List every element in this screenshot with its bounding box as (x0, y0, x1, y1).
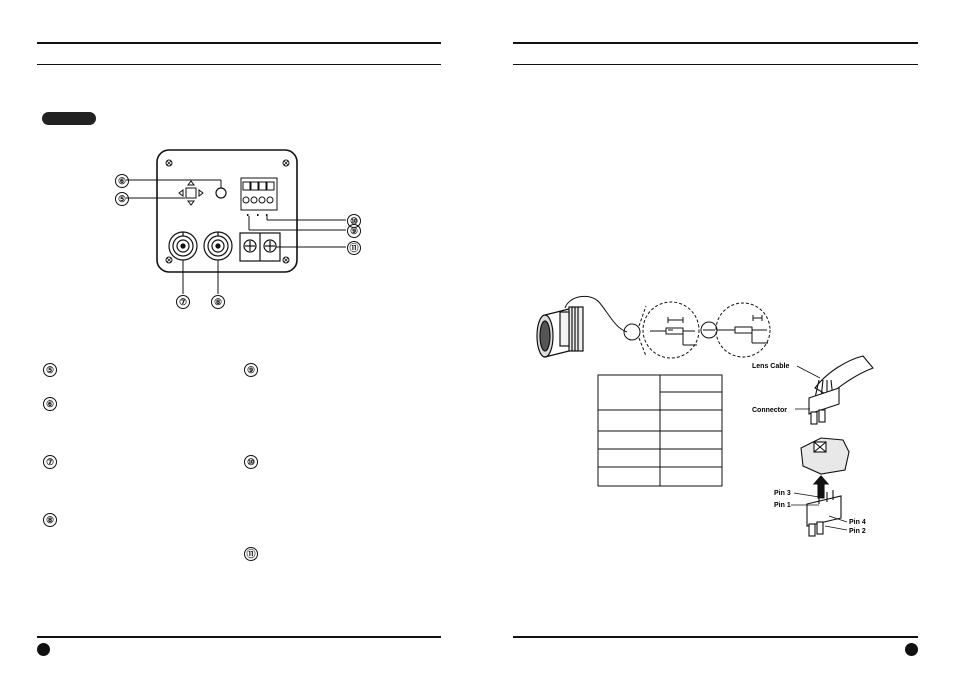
list-marker-9: ⑨ (244, 363, 258, 377)
right-page: Lens Cable Connector Pin 3 Pin 1 Pin 4 P… (477, 0, 954, 682)
bnc-video-out-icon (168, 231, 198, 261)
list-marker-6: ⑥ (43, 397, 57, 411)
camera-body (156, 149, 298, 273)
callout-8: ⑧ (211, 295, 225, 309)
list-marker-8: ⑧ (43, 513, 57, 527)
label-pin3: Pin 3 (774, 490, 791, 497)
sub-rule (513, 64, 918, 65)
section-tab (42, 112, 96, 125)
list-marker-10: ⑩ (244, 455, 258, 469)
bottom-rule (37, 636, 441, 638)
lens-labels: Lens Cable Connector Pin 3 Pin 1 Pin 4 P… (752, 363, 866, 535)
pin-assignment-table (597, 374, 723, 487)
top-rule (37, 42, 441, 44)
bottom-rule (513, 636, 918, 638)
screw-icon (282, 256, 290, 264)
screw-icon (165, 256, 173, 264)
callout-5: ⑤ (115, 192, 129, 206)
bnc-connector-2-icon (203, 231, 233, 261)
screw-icon (165, 159, 173, 167)
terminal-block-4pin (240, 177, 278, 211)
label-lens-cable: Lens Cable (752, 363, 789, 370)
page-number-dot (905, 643, 918, 656)
sub-rule (37, 64, 441, 65)
list-marker-7: ⑦ (43, 455, 57, 469)
list-marker-5: ⑤ (43, 363, 57, 377)
label-pin1: Pin 1 (774, 502, 791, 509)
screw-icon (282, 159, 290, 167)
list-marker-11: ⑪ (244, 547, 258, 561)
connector-illustration (800, 355, 874, 537)
label-connector: Connector (752, 407, 787, 414)
callout-9: ⑨ (347, 224, 361, 238)
callout-11: ⑪ (347, 241, 361, 255)
camera-rear-panel-diagram (126, 149, 346, 294)
callout-7: ⑦ (176, 295, 190, 309)
power-led-icon (215, 187, 227, 199)
label-pin2: Pin 2 (849, 528, 866, 535)
lens-cable-line (564, 295, 628, 333)
label-pin4: Pin 4 (849, 519, 866, 526)
lens-wiring-diagram (536, 295, 874, 537)
top-rule (513, 42, 918, 44)
power-terminal-icon (239, 232, 281, 262)
osd-joystick-icon (178, 180, 204, 206)
left-page: ⑥ ⑤ ⑩ ⑨ ⑪ ⑦ ⑧ ⑤ ⑥ ⑦ ⑧ ⑨ ⑩ ⑪ (37, 42, 441, 656)
page-number-dot (37, 643, 50, 656)
callout-6: ⑥ (115, 174, 129, 188)
auto-iris-lens-icon (536, 306, 584, 358)
